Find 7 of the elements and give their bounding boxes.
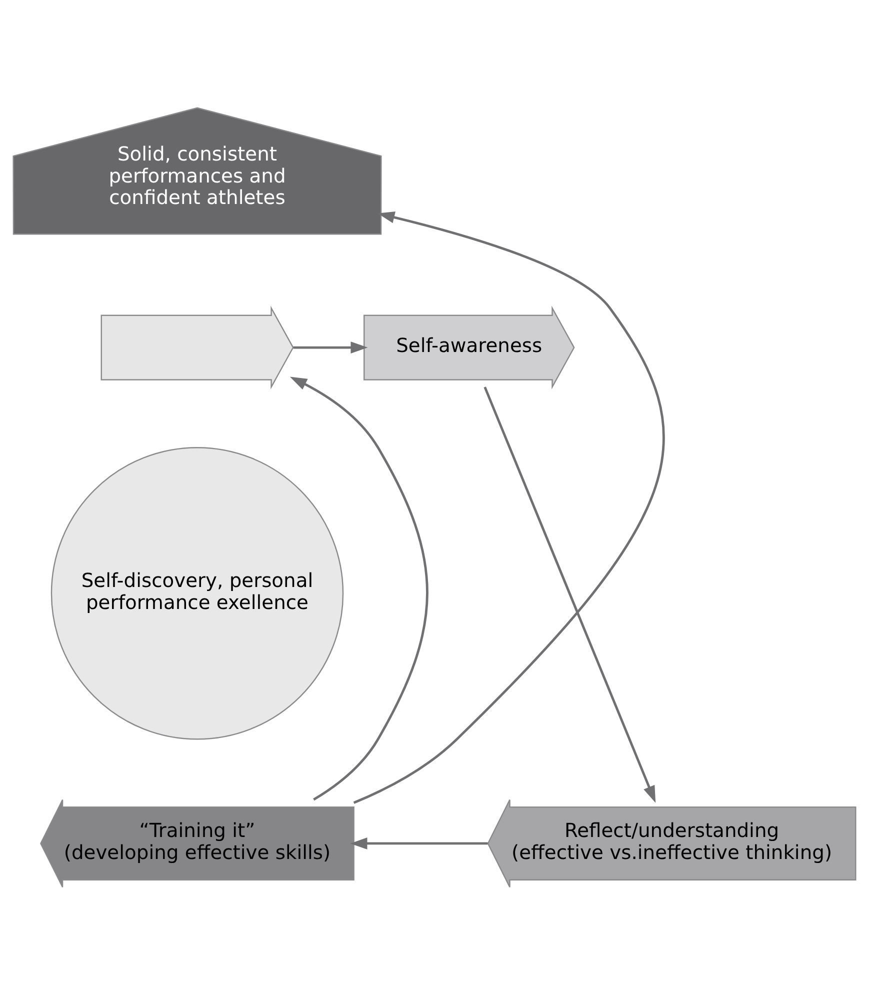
arrow: [290, 376, 428, 801]
arrow: [353, 211, 665, 804]
arrow: [293, 342, 368, 354]
arrow: [484, 386, 656, 803]
arrow: [350, 838, 488, 850]
node-arrow: [100, 306, 294, 390]
node-circle: Self-discovery, personal performance exellence: [50, 447, 344, 740]
